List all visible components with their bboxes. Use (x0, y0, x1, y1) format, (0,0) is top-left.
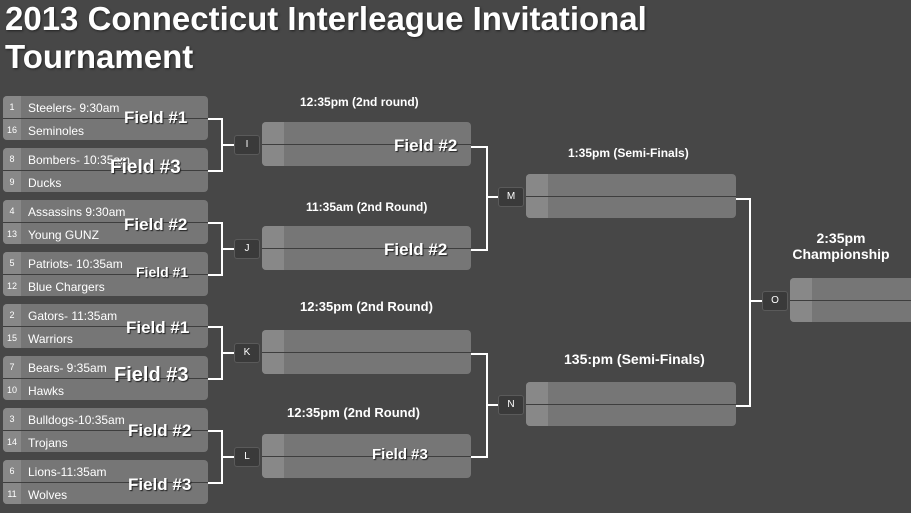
matchup-championship (790, 278, 911, 322)
semifinal-time-label: 1:35pm (Semi-Finals) (568, 146, 689, 160)
matchup-r1-7: 3 Bulldogs-10:35am 14 Trojans (3, 408, 208, 452)
bracket-node-m: M (498, 187, 524, 207)
team-name: Patriots- 10:35am (28, 257, 123, 271)
seed-label: 13 (6, 229, 17, 239)
seed-label: 6 (9, 466, 15, 476)
round2-time-label: 12:35pm (2nd Round) (300, 299, 433, 314)
seed-label: 2 (9, 310, 15, 320)
team-name: Gators- 11:35am (28, 309, 118, 323)
field-label: Field #2 (124, 215, 188, 234)
seed-label: 14 (6, 437, 17, 447)
field-label: Field #2 (128, 421, 192, 440)
bracket-node-k: K (234, 343, 260, 363)
matchup-semifinal-1 (526, 174, 736, 218)
championship-time: 2:35pm (816, 230, 866, 246)
team-name: Hawks (28, 384, 65, 398)
field-label: Field #1 (126, 318, 190, 337)
field-label: Field #3 (110, 157, 181, 178)
team-name: Warriors (28, 332, 73, 346)
matchup-r2-3 (262, 330, 471, 374)
seed-label: 8 (9, 154, 15, 164)
matchup-r2-2 (262, 226, 471, 270)
matchup-r1-5: 2 Gators- 11:35am 15 Warriors (3, 304, 208, 348)
team-name: Bombers- 10:35am (28, 153, 131, 167)
team-name: Assassins 9:30am (28, 205, 126, 219)
bracket-node-j: J (234, 239, 260, 259)
round2-time-label: 11:35am (2nd Round) (306, 200, 428, 214)
semifinal-time-label: 135:pm (Semi-Finals) (564, 351, 705, 367)
championship-label: 2:35pm Championship (776, 230, 906, 262)
seed-label: 16 (6, 125, 17, 135)
team-name: Seminoles (28, 124, 85, 138)
matchup-r1-4: 5 Patriots- 10:35am 12 Blue Chargers (3, 252, 208, 296)
seed-label: 11 (7, 489, 17, 499)
matchup-r1-1: 1 Steelers- 9:30am 16 Seminoles (3, 96, 208, 140)
team-name: Lions-11:35am (28, 465, 107, 479)
matchup-semifinal-2 (526, 382, 736, 426)
field-label: Field #3 (114, 364, 189, 386)
team-name: Bears- 9:35am (28, 361, 107, 375)
matchup-r2-4 (262, 434, 471, 478)
field-label: Field #1 (124, 108, 188, 127)
seed-label: 12 (6, 281, 17, 291)
seed-label: 4 (9, 206, 15, 216)
field-label: Field #2 (384, 240, 448, 259)
seed-label: 5 (9, 258, 15, 268)
matchup-r2-1 (262, 122, 471, 166)
field-label: Field #3 (128, 475, 192, 494)
round2-time-label: 12:35pm (2nd round) (300, 95, 419, 109)
page-title: 2013 Connecticut Interleague Invitationa… (5, 0, 647, 75)
bracket-node-i: I (234, 135, 260, 155)
field-label: Field #1 (136, 264, 189, 280)
bracket-node-l: L (234, 447, 260, 467)
bracket-node-o: O (762, 291, 788, 311)
field-label: Field #2 (394, 136, 458, 155)
matchup-r1-8: 6 Lions-11:35am 11 Wolves (3, 460, 208, 504)
team-name: Steelers- 9:30am (28, 101, 120, 115)
seed-label: 10 (6, 385, 17, 395)
team-name: Bulldogs-10:35am (28, 413, 125, 427)
seed-label: 3 (9, 414, 15, 424)
round2-time-label: 12:35pm (2nd Round) (287, 405, 420, 420)
matchup-r1-3: 4 Assassins 9:30am 13 Young GUNZ (3, 200, 208, 244)
field-label: Field #3 (372, 446, 428, 463)
seed-label: 7 (9, 362, 15, 372)
team-name: Trojans (28, 436, 68, 450)
team-name: Ducks (28, 176, 62, 190)
matchup-r1-2: 8 Bombers- 10:35am 9 Ducks (3, 148, 208, 192)
seed-label: 15 (6, 333, 17, 343)
team-name: Wolves (28, 488, 68, 502)
bracket-node-n: N (498, 395, 524, 415)
championship-title: Championship (792, 246, 890, 262)
seed-label: 1 (9, 102, 15, 112)
seed-label: 9 (9, 177, 15, 187)
team-name: Blue Chargers (28, 280, 105, 294)
matchup-r1-6: 7 Bears- 9:35am 10 Hawks (3, 356, 208, 400)
team-name: Young GUNZ (28, 228, 99, 242)
